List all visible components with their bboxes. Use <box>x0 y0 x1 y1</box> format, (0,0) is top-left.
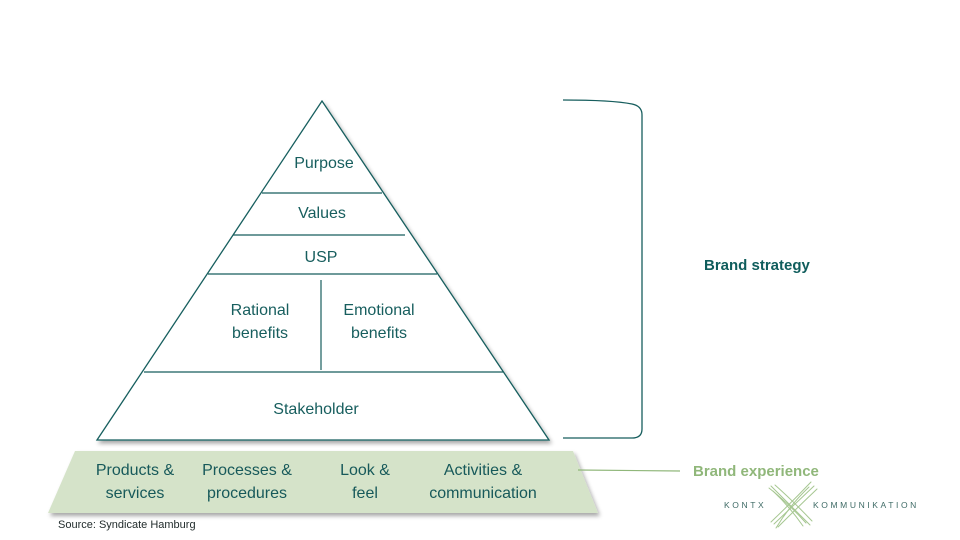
logo-text-right: KOMMUNIKATION <box>813 500 919 510</box>
brand-experience-base <box>48 451 598 513</box>
base-look-line1: Look & <box>340 462 390 479</box>
pyramid-values: Values <box>298 205 346 222</box>
kontx-logo: KONTX KOMMUNIKATION <box>724 481 919 529</box>
pyramid-rational-line2: benefits <box>232 325 288 342</box>
brand-strategy-label: Brand strategy <box>704 257 811 274</box>
base-processes-line2: procedures <box>207 485 287 502</box>
brand-experience-connector <box>577 469 681 472</box>
logo-text-left: KONTX <box>724 500 766 510</box>
pyramid-emotional-line1: Emotional <box>343 302 414 319</box>
base-processes-line1: Processes & <box>202 462 292 479</box>
pyramid-purpose: Purpose <box>294 155 354 172</box>
pyramid-usp: USP <box>305 249 338 266</box>
source-caption: Source: Syndicate Hamburg <box>58 519 196 531</box>
base-products-line2: services <box>106 485 165 502</box>
pyramid-rational-line1: Rational <box>231 302 290 319</box>
pyramid-stakeholder: Stakeholder <box>273 401 359 418</box>
base-look-line2: feel <box>352 485 378 502</box>
base-activities-line1: Activities & <box>444 462 523 479</box>
base-activities-line2: communication <box>429 485 537 502</box>
logo-x-mark <box>768 481 818 529</box>
pyramid-emotional-line2: benefits <box>351 325 407 342</box>
brand-strategy-bracket <box>562 99 643 439</box>
base-products-line1: Products & <box>96 462 175 479</box>
brand-pyramid <box>95 99 551 441</box>
brand-experience-label: Brand experience <box>693 463 819 480</box>
